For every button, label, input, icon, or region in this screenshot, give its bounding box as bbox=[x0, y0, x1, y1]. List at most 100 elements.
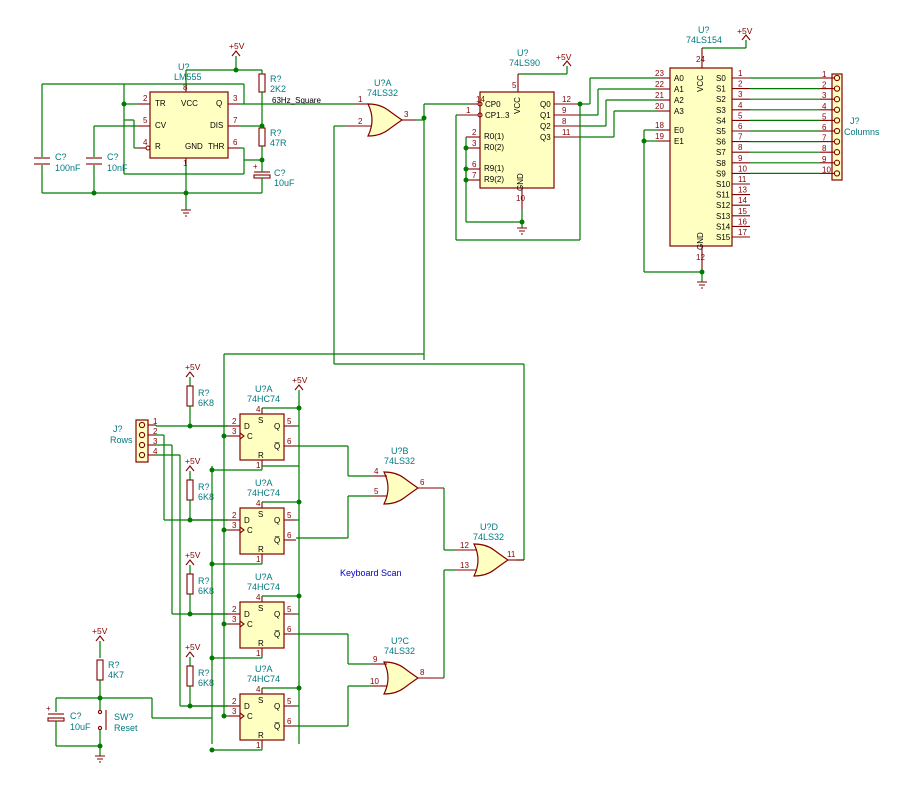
vcc-label-ff-0: +5V bbox=[185, 362, 201, 372]
decoder-pinnum-out-8: 9 bbox=[738, 154, 743, 163]
reset-circuit: +5V R? 4K7 SW? Reset + C? 10uF bbox=[46, 626, 212, 763]
vcc-label-timer: +5V bbox=[229, 41, 245, 51]
decoder-pinnum-in-1: 22 bbox=[655, 80, 664, 89]
counter-pinnum-q1: 9 bbox=[562, 106, 567, 115]
flipflop-1-pinnum-sn: 4 bbox=[256, 499, 261, 508]
flipflop-2-pin-c: C bbox=[247, 620, 253, 629]
decoder-pinnum-out-15: 17 bbox=[738, 228, 747, 237]
flipflop-0-pinnum-sn: 4 bbox=[256, 405, 261, 414]
counter-pin-q1: Q1 bbox=[540, 111, 551, 120]
resistor-pullup-1 bbox=[186, 479, 194, 501]
counter-pinnum-gnd: 10 bbox=[516, 194, 525, 203]
resistor-pullup-value-2: 6K8 bbox=[198, 586, 214, 596]
gate-a-ref: U?A bbox=[374, 78, 392, 88]
decoder-pinnum-out-2: 3 bbox=[738, 90, 743, 99]
flipflop-0-pinnum-qbn: 6 bbox=[287, 437, 292, 446]
vcc-arrow-counter bbox=[562, 60, 572, 67]
or-gate-a-body bbox=[367, 103, 404, 137]
decoder-out-1: S1 bbox=[716, 85, 726, 94]
rows-pin-1: 2 bbox=[153, 427, 158, 436]
counter-pin-r01: R0(1) bbox=[484, 132, 504, 141]
flipflop-part-1: 74HC74 bbox=[247, 488, 280, 498]
note-keyboard-scan: Keyboard Scan bbox=[340, 568, 402, 578]
columns-ref: J? bbox=[850, 116, 860, 126]
timer-pin-r: R bbox=[155, 142, 161, 151]
decoder-pin-gnd: GND bbox=[696, 232, 705, 250]
counter-pinnum-r01: 2 bbox=[472, 128, 477, 137]
flipflop-part-3: 74HC74 bbox=[247, 674, 280, 684]
resistor-pullup-value-0: 6K8 bbox=[198, 398, 214, 408]
flipflop-group: U?A74HC74DCQQ̅SR235641+5VR?6K8U?A74HC74D… bbox=[185, 362, 302, 753]
rows-name: Rows bbox=[110, 435, 133, 445]
resistor-pullup-3 bbox=[186, 665, 194, 687]
flipflop-0-pin-d: D bbox=[244, 422, 250, 431]
gate-c-pin2: 10 bbox=[370, 677, 379, 686]
rows-pin-circle-2 bbox=[138, 441, 146, 449]
gate-a-pin2: 2 bbox=[358, 117, 363, 126]
timer-ic-body bbox=[149, 91, 229, 159]
counter-pinnum-r02: 3 bbox=[472, 139, 477, 148]
flipflop-0-pin-r: R bbox=[258, 451, 264, 460]
decoder-out-5: S5 bbox=[716, 127, 726, 136]
gate-c-part: 74LS32 bbox=[384, 646, 415, 656]
flipflop-0-pin-q: Q bbox=[274, 422, 280, 431]
resistor-pullup-value-1: 6K8 bbox=[198, 492, 214, 502]
columns-pin-9: 10 bbox=[822, 165, 831, 174]
decoder-pinnum-out-1: 2 bbox=[738, 80, 743, 89]
r7-ref: R? bbox=[108, 660, 120, 670]
decoder-pin-5: E1 bbox=[674, 137, 684, 146]
timer-pin-gnd: GND bbox=[185, 142, 203, 151]
decoder-pinnum-vcc: 24 bbox=[696, 55, 705, 64]
columns-pin-4: 5 bbox=[822, 112, 827, 121]
decoder-out-13: S13 bbox=[716, 212, 731, 221]
columns-pin-circle-4 bbox=[833, 117, 841, 124]
decoder-pinnum-out-11: 13 bbox=[738, 186, 747, 195]
flipflop-ref-1: U?A bbox=[255, 478, 273, 488]
vcc-arrow-ff-rail bbox=[294, 384, 304, 391]
columns-pin-circle-5 bbox=[833, 127, 841, 135]
flipflop-3-pin-c: C bbox=[247, 712, 253, 721]
flipflop-0-pinnum-cn: 3 bbox=[232, 427, 237, 436]
flipflop-ref-3: U?A bbox=[255, 664, 273, 674]
vcc-arrow-ff-3 bbox=[185, 651, 195, 658]
or-gates-bcd: U?B 74LS32 4 5 6 U?C 74LS32 9 10 8 U?D 7… bbox=[296, 445, 524, 727]
svg-text:+: + bbox=[253, 162, 258, 171]
timer-pinnum-q: 3 bbox=[233, 94, 238, 103]
decoder-pinnum-in-3: 20 bbox=[655, 102, 664, 111]
gate-d-pin3: 11 bbox=[507, 550, 516, 559]
gate-c-ref: U?C bbox=[391, 636, 410, 646]
timer-pinnum-tr: 2 bbox=[143, 94, 148, 103]
columns-pin-circle-1 bbox=[833, 85, 841, 92]
counter-pinnum-r91: 6 bbox=[472, 160, 477, 169]
c3-value: 10uF bbox=[274, 178, 295, 188]
resistor-r7 bbox=[96, 659, 104, 681]
counter-pin-cp1: CP1..3 bbox=[485, 111, 510, 120]
timer-pin-tr: TR bbox=[155, 99, 166, 108]
c2-value: 10nF bbox=[107, 163, 128, 173]
columns-pin-circle-8 bbox=[833, 159, 841, 166]
counter-pinnum-q0: 12 bbox=[562, 95, 571, 104]
decoder-ref: U? bbox=[698, 25, 710, 35]
decoder-pinnum-out-12: 14 bbox=[738, 196, 747, 205]
flipflop-2-pinnum-cn: 3 bbox=[232, 615, 237, 624]
timer-ref: U? bbox=[178, 62, 190, 72]
counter-part: 74LS90 bbox=[509, 58, 540, 68]
timer-pinnum-cv: 5 bbox=[143, 116, 148, 125]
rows-ref: J? bbox=[113, 424, 123, 434]
counter-pinnum-cp0: 14 bbox=[476, 95, 485, 104]
columns-pin-circle-6 bbox=[833, 138, 841, 145]
decoder-pin-1: A1 bbox=[674, 85, 684, 94]
vcc-arrow-ff-0 bbox=[185, 371, 195, 378]
flipflop-2-pinnum-qn: 5 bbox=[287, 605, 292, 614]
resistor-r1 bbox=[258, 73, 266, 93]
columns-pin-1: 2 bbox=[822, 81, 827, 90]
flipflop-2-pin-s: S bbox=[258, 604, 263, 613]
flipflop-3-pin-q: Q bbox=[274, 702, 280, 711]
decoder-pinnum-out-5: 6 bbox=[738, 122, 743, 131]
gate-d-pin1: 12 bbox=[460, 541, 469, 550]
decoder-out-6: S6 bbox=[716, 138, 726, 147]
flipflop-1-pinnum-cn: 3 bbox=[232, 521, 237, 530]
